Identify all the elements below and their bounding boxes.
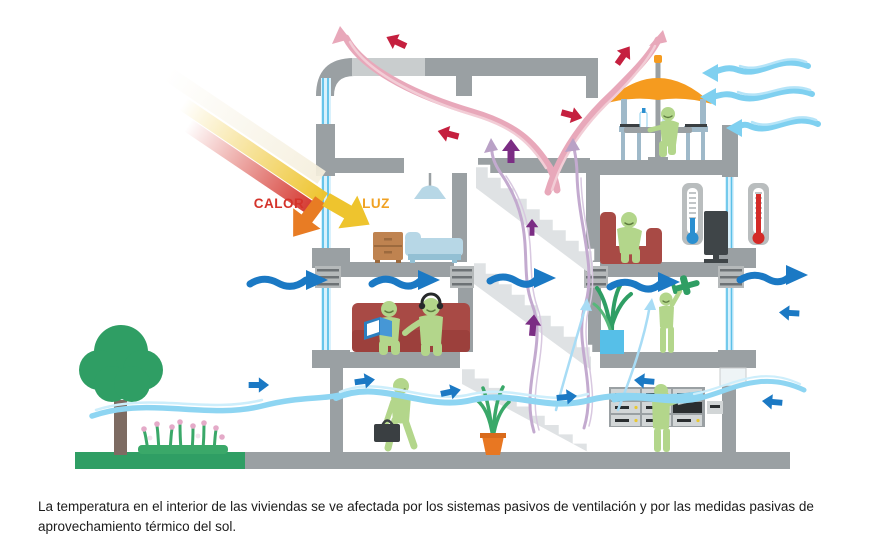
- terrace: [604, 55, 712, 161]
- stale-air-stream: [484, 138, 594, 434]
- pavement-strip: [245, 452, 790, 469]
- grass-strip: [75, 452, 245, 469]
- person-armchair: [617, 212, 642, 263]
- cross-vent-arrows: [246, 265, 808, 293]
- floor-slabs: [332, 158, 738, 368]
- flower-bed: [138, 419, 228, 454]
- person-child-plane: [659, 275, 700, 353]
- terrace-floor: [590, 160, 738, 175]
- vent-grille: [450, 266, 474, 288]
- briefcase: [374, 419, 400, 442]
- luz-label: LUZ: [362, 196, 390, 211]
- staircase: [462, 164, 595, 452]
- toy-plane: [671, 275, 700, 296]
- indoor-thermometer: [682, 183, 703, 245]
- open-mailbox: [673, 402, 702, 413]
- right-facade: [718, 125, 756, 452]
- armchair: [600, 212, 662, 264]
- left-facade: [312, 78, 350, 452]
- caption-text: La temperatura en el interior de las viv…: [38, 498, 814, 534]
- sun-heat-ray: [184, 119, 318, 217]
- roof-slab: [425, 58, 598, 76]
- roof-stub-wall: [456, 76, 472, 96]
- pendant-lamp: [414, 173, 446, 199]
- potted-plant-blue: [592, 282, 633, 354]
- top-right-stub-wall: [586, 58, 598, 98]
- book: [364, 317, 392, 340]
- warm-air-stream-right: [544, 30, 667, 196]
- wooden-chest: [373, 232, 403, 263]
- vent-grille: [718, 266, 744, 288]
- building-section: [312, 58, 756, 452]
- outdoor-thermometer: [748, 183, 769, 245]
- person-reading: [364, 301, 400, 355]
- bed: [405, 232, 463, 263]
- person-terrace: [647, 107, 679, 157]
- terrace-parapet: [722, 125, 738, 177]
- ground-breeze: [89, 375, 807, 419]
- flowers: [141, 419, 225, 441]
- airflows: [89, 26, 821, 434]
- sun-ray-white: [164, 67, 326, 184]
- garden: [75, 325, 790, 469]
- tree: [79, 325, 163, 455]
- sun-light-ray: [179, 98, 328, 205]
- tv: [704, 211, 728, 263]
- calor-label: CALOR: [254, 196, 305, 211]
- person-headphones: [402, 292, 444, 356]
- umbrella: [604, 55, 712, 132]
- breeze-swirls: [700, 58, 821, 137]
- sun-rays: CALOR LUZ: [164, 67, 390, 248]
- headphones: [420, 292, 442, 305]
- terrace-chair: [684, 99, 708, 160]
